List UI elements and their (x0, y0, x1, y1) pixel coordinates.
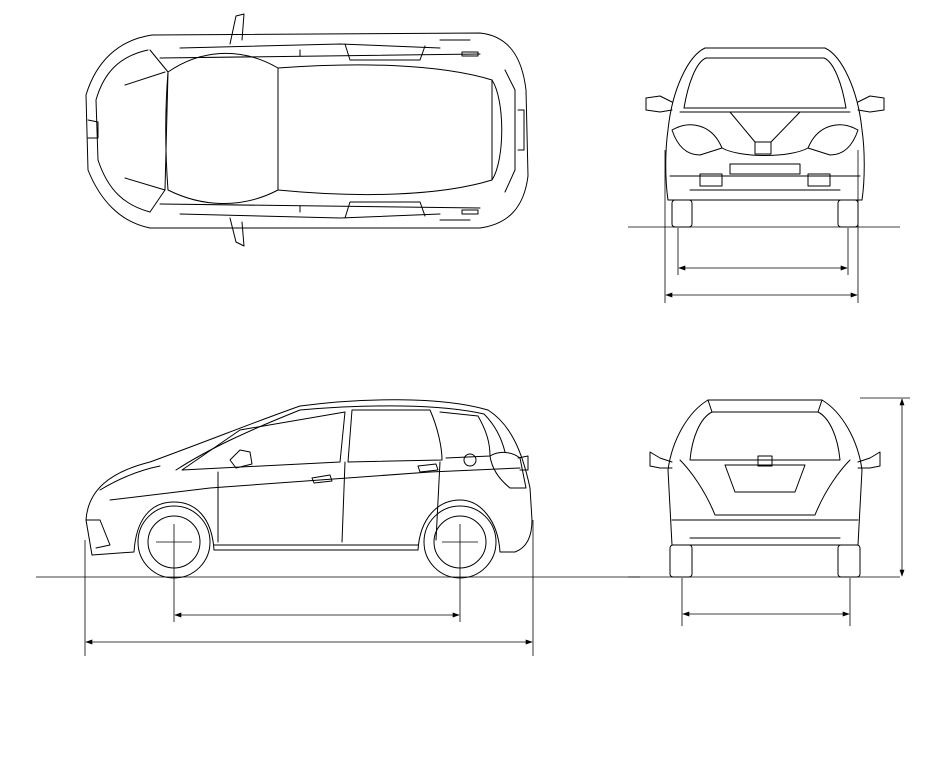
top-view (85, 13, 529, 247)
rear-view (628, 397, 910, 626)
side-view (36, 399, 640, 656)
front-view (628, 47, 900, 303)
